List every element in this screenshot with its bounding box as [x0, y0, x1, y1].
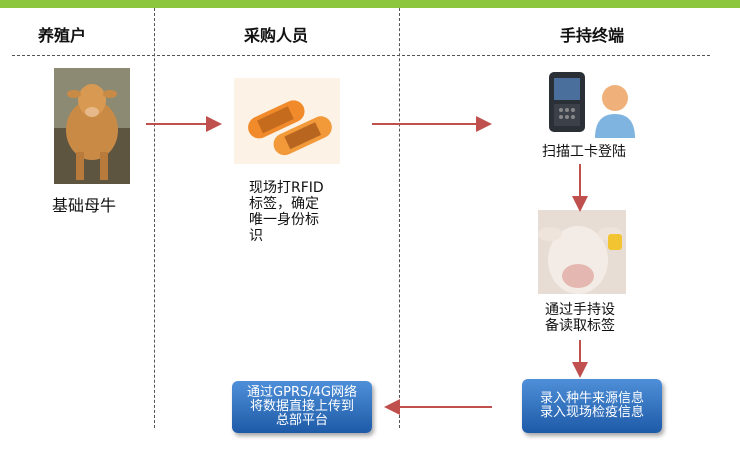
header-divider: [12, 55, 710, 56]
tagged-cow-image: [538, 210, 626, 294]
read-tag-text: 通过手持设 备读取标签: [545, 302, 615, 334]
record-line-1: 录入种牛来源信息: [539, 391, 644, 406]
handheld-device-image: [545, 70, 590, 134]
column-divider-1: [154, 8, 155, 428]
rfid-line-1: 现场打RFID: [249, 180, 324, 196]
read-tag-line-2: 备读取标签: [545, 318, 615, 334]
header-handheld: 手持终端: [560, 26, 625, 45]
rfid-line-4: 识: [249, 228, 263, 244]
column-divider-2: [399, 8, 400, 428]
upload-line-1: 通过GPRS/4G网络: [247, 385, 357, 400]
user-icon: [592, 82, 638, 140]
rfid-line-2: 标签，确定: [249, 196, 319, 212]
cow-image: [54, 68, 130, 184]
upload-line-3: 总部平台: [275, 413, 328, 428]
cow-label: 基础母牛: [52, 196, 117, 215]
upload-platform-box: 通过GPRS/4G网络 将数据直接上传到 总部平台: [232, 381, 372, 433]
rfid-text: 现场打RFID 标签，确定 唯一身份标 识: [249, 180, 324, 244]
read-tag-line-1: 通过手持设: [545, 302, 615, 318]
header-farmer: 养殖户: [38, 26, 87, 45]
record-line-2: 录入现场检疫信息: [539, 405, 644, 420]
scan-login-label: 扫描工卡登陆: [542, 144, 626, 160]
rfid-tag-image: [234, 78, 340, 164]
upload-line-2: 将数据直接上传到: [249, 399, 354, 414]
accent-bar: [0, 0, 740, 8]
header-purchaser: 采购人员: [244, 26, 309, 45]
rfid-line-3: 唯一身份标: [249, 212, 319, 228]
record-info-box: 录入种牛来源信息 录入现场检疫信息: [522, 379, 662, 433]
